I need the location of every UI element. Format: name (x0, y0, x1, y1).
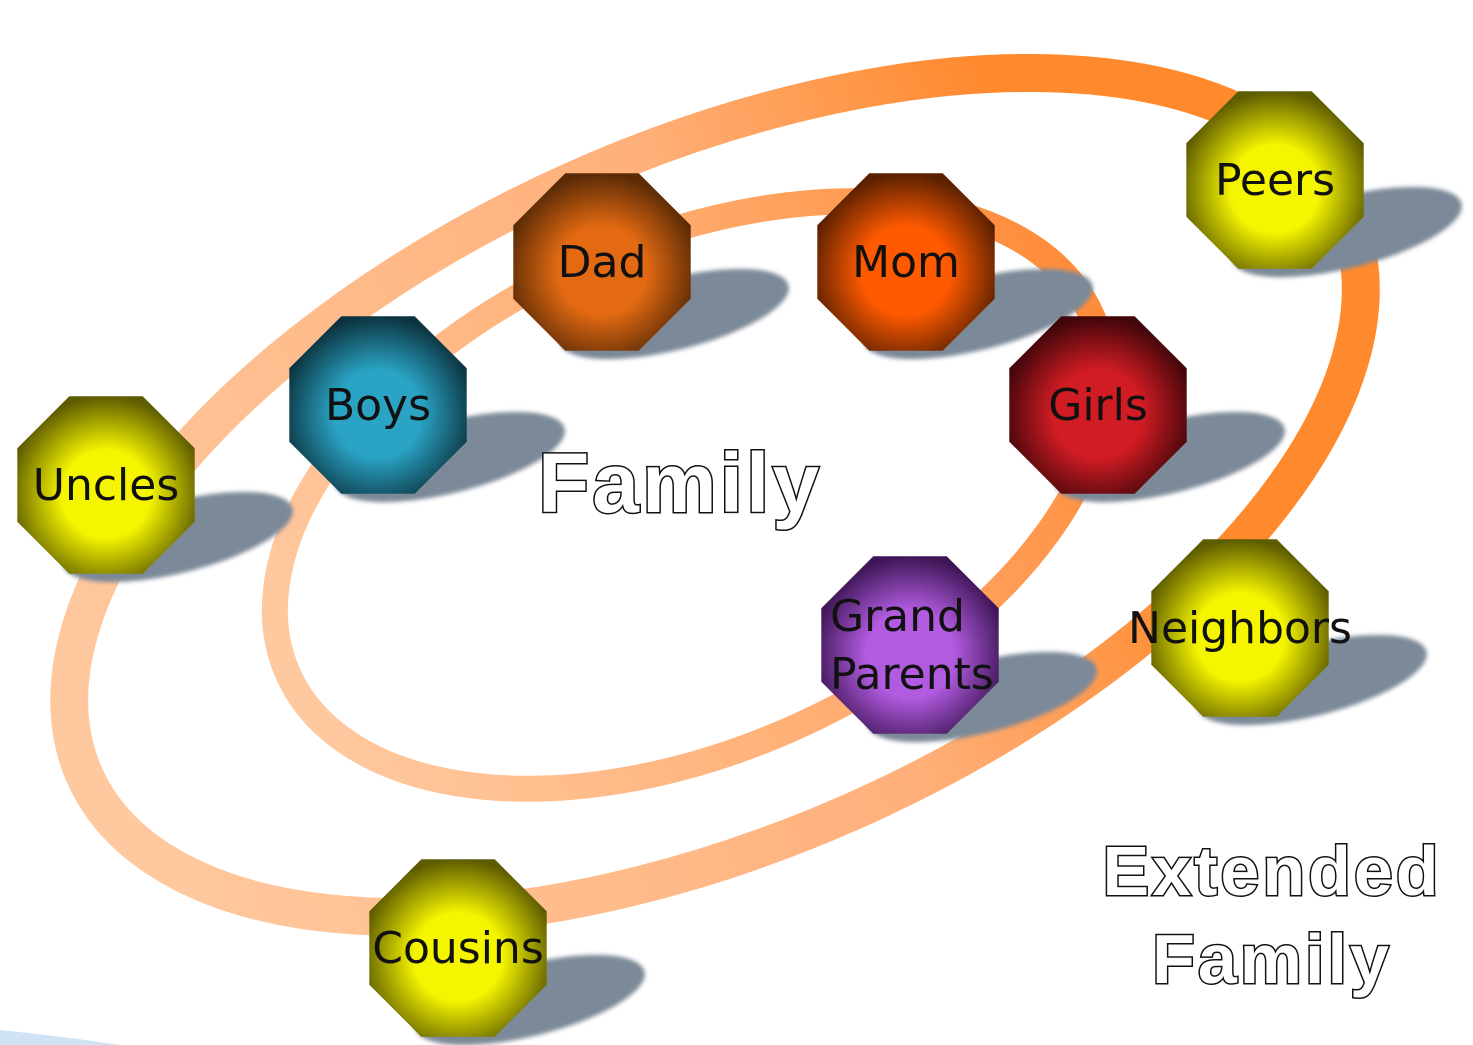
node-ball (817, 173, 995, 351)
node-ball (289, 316, 467, 494)
node-dad: Dad (513, 173, 789, 360)
node-mom: Mom (817, 173, 1093, 360)
node-label-uncles: Uncles (33, 460, 180, 511)
node-ball (1186, 91, 1364, 269)
family-label: Family (538, 436, 822, 530)
node-label-neighbors: Neighbors (1128, 603, 1352, 654)
node-ball (513, 173, 691, 351)
node-ball (369, 859, 547, 1037)
node-label-cousins: Cousins (372, 923, 544, 974)
node-ball (821, 556, 999, 734)
node-boys: Boys (289, 316, 565, 503)
node-uncles: Uncles (17, 396, 293, 583)
node-label-peers: Peers (1215, 155, 1335, 206)
node-ball (1151, 539, 1329, 717)
node-label-dad: Dad (558, 237, 647, 288)
node-cousins: Cousins (369, 859, 645, 1045)
node-label-grandparents-1: Grand (830, 591, 965, 642)
node-label-girls: Girls (1048, 380, 1148, 431)
node-label-boys: Boys (325, 380, 431, 431)
node-ball (17, 396, 195, 574)
node-neighbors: Neighbors (1128, 539, 1427, 726)
node-girls: Girls (1009, 316, 1285, 503)
node-label-mom: Mom (852, 237, 960, 288)
node-ball (1009, 316, 1187, 494)
corner-swoosh (0, 1030, 120, 1045)
extended-family-label-line2: Family (1152, 920, 1392, 998)
node-label-grandparents-2: Parents (830, 649, 994, 700)
extended-family-label-line1: Extended (1102, 832, 1441, 910)
node-peers: Peers (1186, 91, 1462, 278)
